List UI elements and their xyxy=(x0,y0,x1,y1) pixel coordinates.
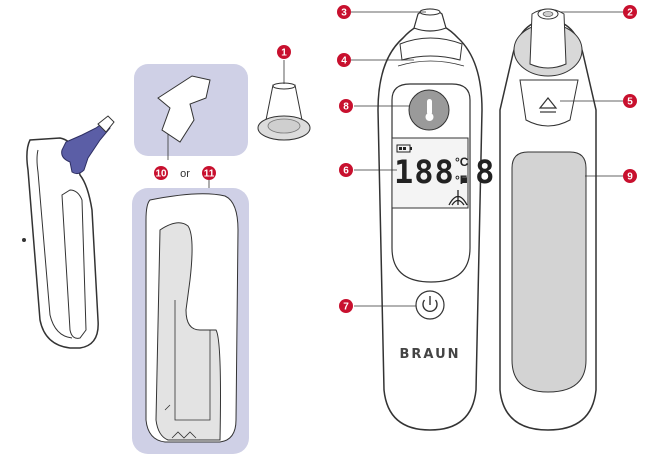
storage-case-panel xyxy=(132,188,249,454)
callout-2-group: 2 xyxy=(623,5,637,19)
thermometer-back-view xyxy=(499,8,597,431)
callout-11-badge xyxy=(202,166,216,180)
unit-celsius: °C xyxy=(455,155,469,169)
callout-9: 9 xyxy=(627,172,633,183)
eject-icon xyxy=(538,97,558,113)
battery-door xyxy=(511,151,587,393)
callout-7: 7 xyxy=(343,302,349,313)
probe-cover xyxy=(257,60,311,141)
eject-button xyxy=(519,79,579,127)
signal-icon xyxy=(448,190,468,206)
callout-9-group: 9 xyxy=(623,169,637,183)
battery-icon xyxy=(396,144,412,153)
callout-1: 1 xyxy=(281,48,287,59)
cap-panel xyxy=(134,64,248,160)
callout-6: 6 xyxy=(343,166,349,177)
callout-11: 11 xyxy=(204,169,215,180)
callout-3: 3 xyxy=(341,8,347,19)
or-label: or xyxy=(180,168,190,180)
callout-leaders xyxy=(351,11,623,307)
callout-4: 4 xyxy=(341,56,347,67)
callout-5: 5 xyxy=(627,97,633,108)
callout-10: 10 xyxy=(155,169,167,180)
callout-10-or-11: 10 or 11 xyxy=(154,166,216,196)
brand-logo: BRAUN xyxy=(399,347,460,362)
callout-8: 8 xyxy=(343,102,349,113)
power-icon xyxy=(422,296,438,312)
callout-1-group: 1 xyxy=(277,45,291,59)
thermometer-side-view xyxy=(22,115,115,349)
callout-3-group: 3 xyxy=(337,5,351,19)
callout-2: 2 xyxy=(627,8,633,19)
lcd-digits: 188.8 xyxy=(394,153,495,191)
callout-8-group: 8 xyxy=(339,99,353,113)
callout-5-group: 5 xyxy=(623,94,637,108)
thermometer-icon xyxy=(425,99,434,121)
thermometer-front-view: 188.8 °C °F BRAUN xyxy=(377,8,495,431)
callout-10-badge xyxy=(154,166,168,180)
callout-1-badge xyxy=(277,45,291,59)
callout-7-group: 7 xyxy=(339,299,353,313)
unit-fahrenheit: °F xyxy=(455,173,467,187)
callout-6-group: 6 xyxy=(339,163,353,177)
callout-4-group: 4 xyxy=(337,53,351,67)
